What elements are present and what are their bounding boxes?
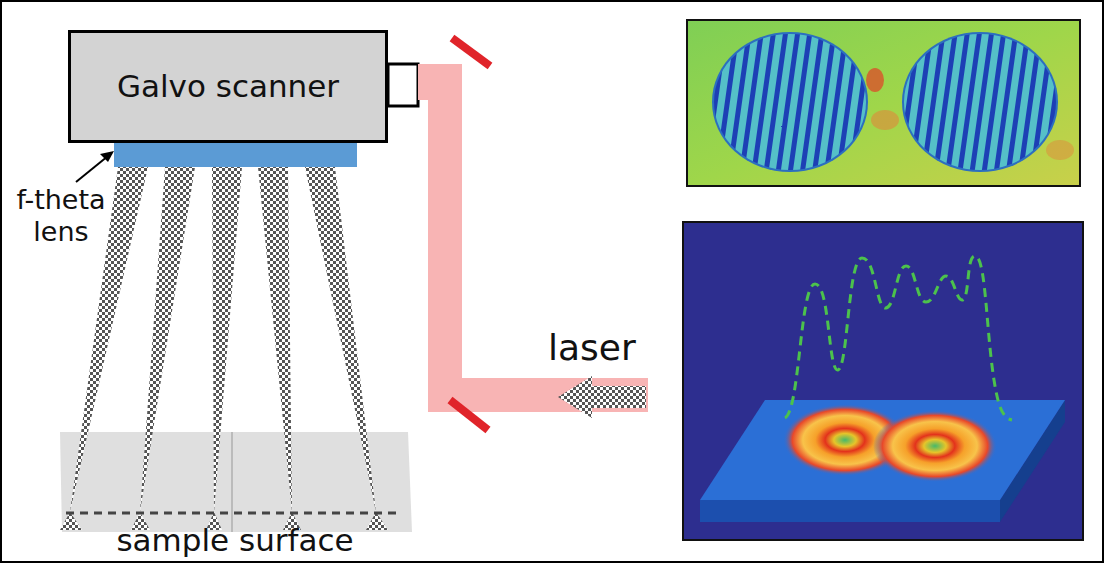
mirror [450,400,488,430]
leader-head [100,151,114,162]
scanner-box: Galvo scanner [68,30,388,143]
topography-panel [687,20,1080,190]
lens-label: f-theta lens [6,184,116,249]
surface-label: sample surface [60,522,410,559]
laser-arrow-head [558,376,592,418]
scanner-port [388,64,418,106]
leader-line [76,156,108,182]
sample-plane [60,432,412,532]
laser-arrow [590,386,646,408]
simulation-panel [683,222,1083,540]
beam-cones [60,167,388,530]
scan-line [66,512,402,515]
laser-label: laser [548,326,678,369]
mirror [452,38,490,66]
box-title: Galvo scanner [117,66,339,106]
plane-axis [231,432,233,532]
f-theta-lens [114,143,357,167]
